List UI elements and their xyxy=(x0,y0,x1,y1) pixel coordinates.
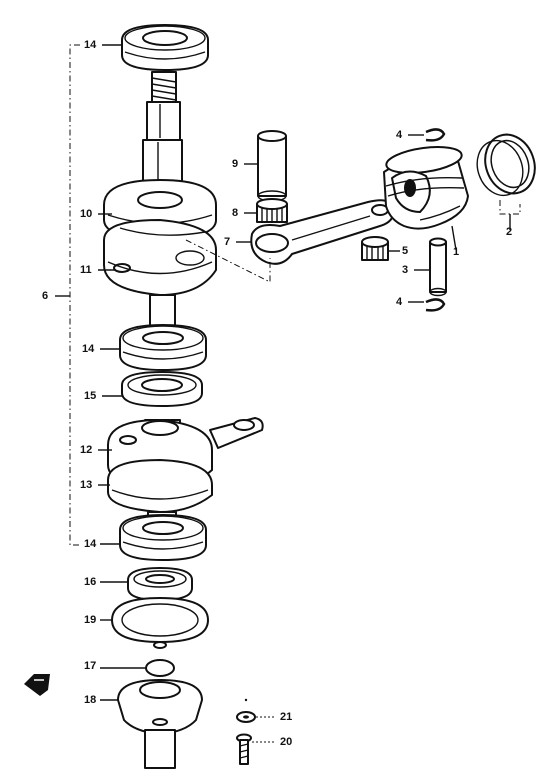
oil-seal-15 xyxy=(121,371,203,407)
callout-4-top: 4 xyxy=(396,129,403,141)
bolt-20 xyxy=(236,733,252,765)
callout-13: 13 xyxy=(80,479,93,491)
housing-18 xyxy=(117,659,203,769)
callout-15: 15 xyxy=(84,390,97,402)
gasket-19 xyxy=(111,597,209,649)
rod-alignment-line xyxy=(185,239,271,283)
crank-pin-9 xyxy=(257,130,287,202)
callout-14-lower-bearing: 14 xyxy=(84,538,97,550)
callout-17: 17 xyxy=(84,660,97,672)
leader-1 xyxy=(451,225,457,251)
circlip-4-bottom xyxy=(425,298,446,312)
callout-11: 11 xyxy=(80,264,92,276)
lower-bearing xyxy=(119,514,207,561)
piston-pin-3 xyxy=(429,237,447,297)
callout-18: 18 xyxy=(84,694,97,706)
callout-20: 20 xyxy=(280,736,293,748)
piston-rings-2 xyxy=(476,133,536,197)
callout-12: 12 xyxy=(80,444,93,456)
callout-7: 7 xyxy=(224,236,231,248)
middle-bearing xyxy=(119,324,207,371)
callout-16: 16 xyxy=(84,576,97,588)
circlip-4-top xyxy=(425,128,446,142)
callout-6: 6 xyxy=(42,290,49,302)
callout-19: 19 xyxy=(84,614,97,626)
needle-bearing-5 xyxy=(361,236,389,261)
callout-14-middle-bearing: 14 xyxy=(82,343,95,355)
top-bearing xyxy=(121,24,209,71)
callout-5: 5 xyxy=(402,245,409,257)
callout-14-top-bearing: 14 xyxy=(84,39,97,51)
piston-1 xyxy=(383,145,469,230)
callout-2: 2 xyxy=(506,226,513,238)
callout-1: 1 xyxy=(453,246,460,258)
oil-seal-16 xyxy=(127,567,193,601)
callout-8: 8 xyxy=(232,207,239,219)
callout-10: 10 xyxy=(80,208,93,220)
upper-crank-web xyxy=(103,179,217,296)
leader-2-bracket xyxy=(499,200,521,215)
callout-21: 21 xyxy=(280,711,293,723)
callout-9: 9 xyxy=(232,158,239,170)
assembly-6-bracket xyxy=(69,44,80,546)
lower-crank-web xyxy=(107,417,264,513)
callout-4-bottom: 4 xyxy=(396,296,403,308)
needle-bearing-8 xyxy=(256,198,288,223)
washer-21 xyxy=(236,698,256,723)
callout-3: 3 xyxy=(402,264,409,276)
front-arrow-icon xyxy=(24,674,50,696)
